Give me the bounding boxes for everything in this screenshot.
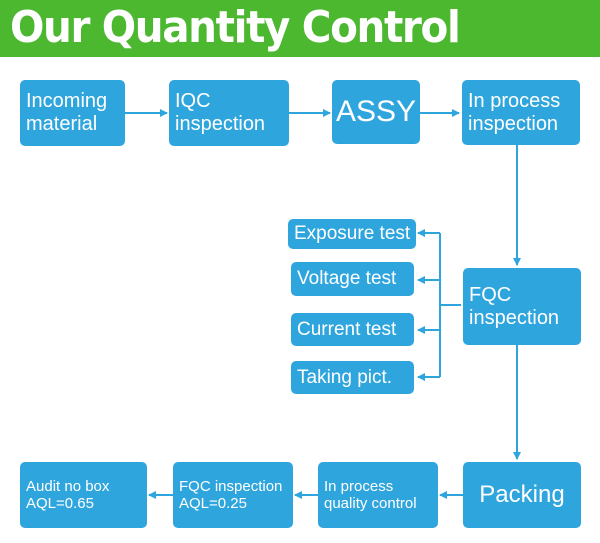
node-current-test: Current test [291,313,414,346]
node-packing: Packing [463,462,581,528]
node-label: Audit no box AQL=0.65 [26,477,110,512]
node-label: FQC inspection AQL=0.25 [179,477,283,512]
node-label: Taking pict. [297,366,393,388]
node-voltage-test: Voltage test [291,262,414,296]
node-audit-no-box: Audit no box AQL=0.65 [20,462,147,528]
page-title: Our Quantity Control [10,2,461,53]
node-label: Current test [297,318,397,340]
node-label: In process quality control [324,477,417,512]
node-label: ASSY [335,94,417,128]
node-label: In process inspection [468,89,561,135]
node-in-process-inspection: In process inspection [462,80,580,145]
node-fqc-inspection: FQC inspection [463,268,581,345]
node-incoming-material: Incoming material [20,80,125,146]
node-assy: ASSY [332,80,420,144]
node-taking-pict: Taking pict. [291,361,414,394]
node-fqc-inspection-aql: FQC inspection AQL=0.25 [173,462,293,528]
node-label: Voltage test [297,268,397,290]
node-label: Packing [479,481,565,509]
node-in-process-quality-control: In process quality control [318,462,438,528]
node-label: Exposure test [294,223,411,245]
node-label: Incoming material [26,90,108,135]
node-iqc-inspection: IQC inspection [169,80,289,146]
node-label: IQC inspection [175,90,266,135]
header-banner: Our Quantity Control [0,0,600,57]
node-label: FQC inspection [469,283,560,329]
node-exposure-test: Exposure test [288,219,416,249]
